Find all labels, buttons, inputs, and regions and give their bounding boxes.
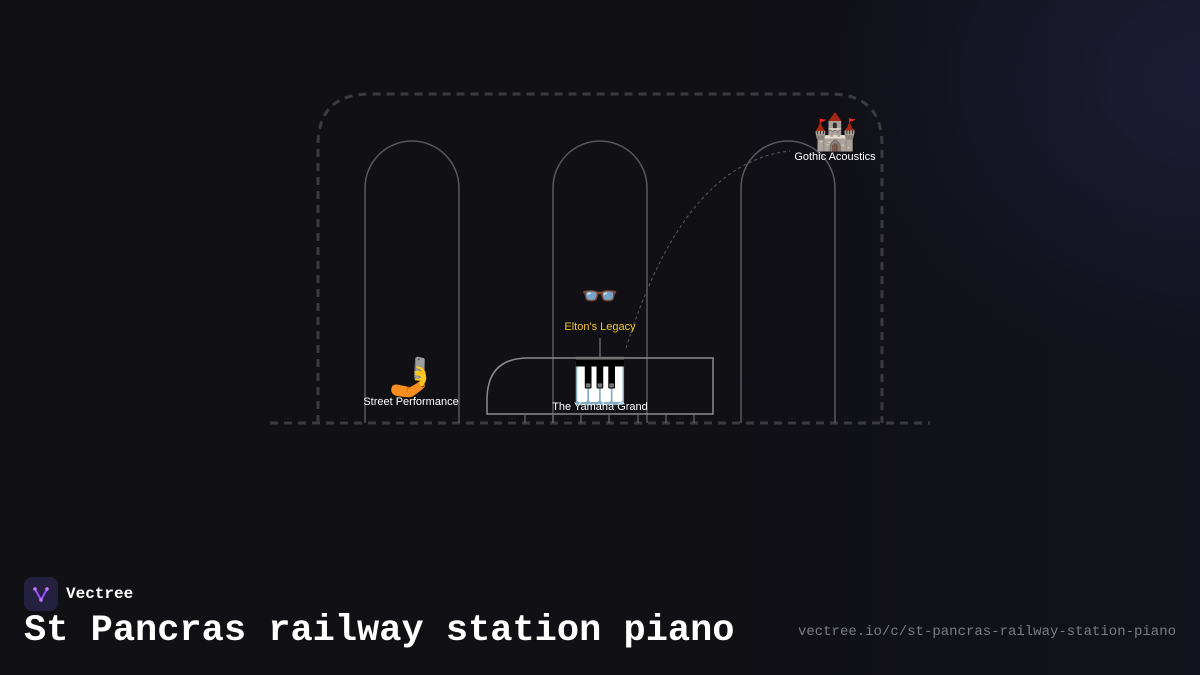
- selfie-icon: 🤳: [387, 355, 434, 399]
- vectree-logo-icon: [24, 577, 58, 611]
- node-label-elton: Elton's Legacy: [564, 321, 636, 333]
- node-label-gothic: Gothic Acoustics: [794, 151, 876, 163]
- station-outline: [316, 92, 884, 423]
- piano-body: [486, 357, 714, 415]
- node-label-yamaha: The Yamaha Grand: [552, 401, 648, 413]
- page-title: St Pancras railway station piano: [24, 610, 735, 652]
- page-url[interactable]: vectree.io/c/st-pancras-railway-station-…: [797, 624, 1176, 640]
- arch-center: [552, 140, 648, 423]
- piano-keys-icon: 🎹: [573, 356, 628, 407]
- brand-name: Vectree: [66, 585, 134, 603]
- castle-icon: 🏰: [813, 112, 858, 153]
- arch-right: [740, 140, 836, 423]
- arch-left: [364, 140, 460, 423]
- glasses-icon: 👓: [581, 279, 618, 314]
- connector-gothic: [625, 150, 791, 349]
- piano-legs: [524, 414, 695, 423]
- node-label-street: Street Performance: [363, 396, 458, 408]
- arrow-head: [594, 357, 606, 366]
- brand[interactable]: Vectree: [24, 577, 133, 611]
